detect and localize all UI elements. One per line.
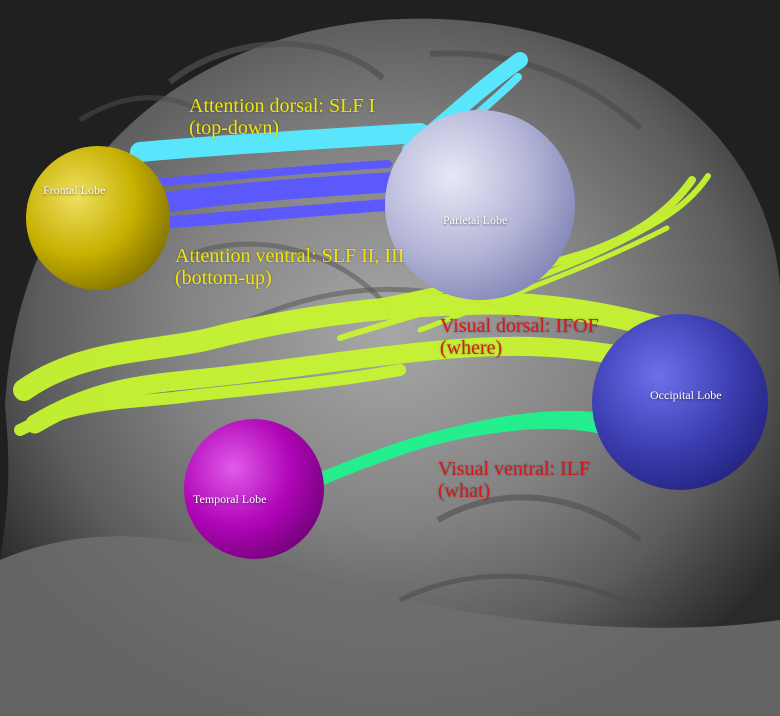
visual-dorsal-line-2: (where) (440, 337, 599, 359)
attention-ventral-label: Attention ventral: SLF II, III (bottom-u… (175, 245, 404, 289)
parietal-lobe-sphere (385, 110, 575, 300)
visual-dorsal-line-1: Visual dorsal: IFOF (440, 315, 599, 337)
attention-dorsal-line-2: (top-down) (189, 117, 375, 139)
attention-ventral-line-2: (bottom-up) (175, 267, 404, 289)
visual-ventral-line-1: Visual ventral: ILF (438, 458, 590, 480)
frontal-lobe-sphere (26, 146, 170, 290)
attention-dorsal-line-1: Attention dorsal: SLF I (189, 95, 375, 117)
visual-dorsal-label: Visual dorsal: IFOF (where) (440, 315, 599, 359)
attention-ventral-line-1: Attention ventral: SLF II, III (175, 245, 404, 267)
parietal-lobe-label: Parietal Lobe (443, 213, 507, 228)
visual-ventral-label: Visual ventral: ILF (what) (438, 458, 590, 502)
visual-ventral-line-2: (what) (438, 480, 590, 502)
occipital-lobe-label: Occipital Lobe (650, 388, 722, 403)
temporal-lobe-sphere (184, 419, 324, 559)
temporal-lobe-label: Temporal Lobe (193, 492, 266, 507)
attention-dorsal-label: Attention dorsal: SLF I (top-down) (189, 95, 375, 139)
frontal-lobe-label: Frontal Lobe (43, 183, 105, 198)
